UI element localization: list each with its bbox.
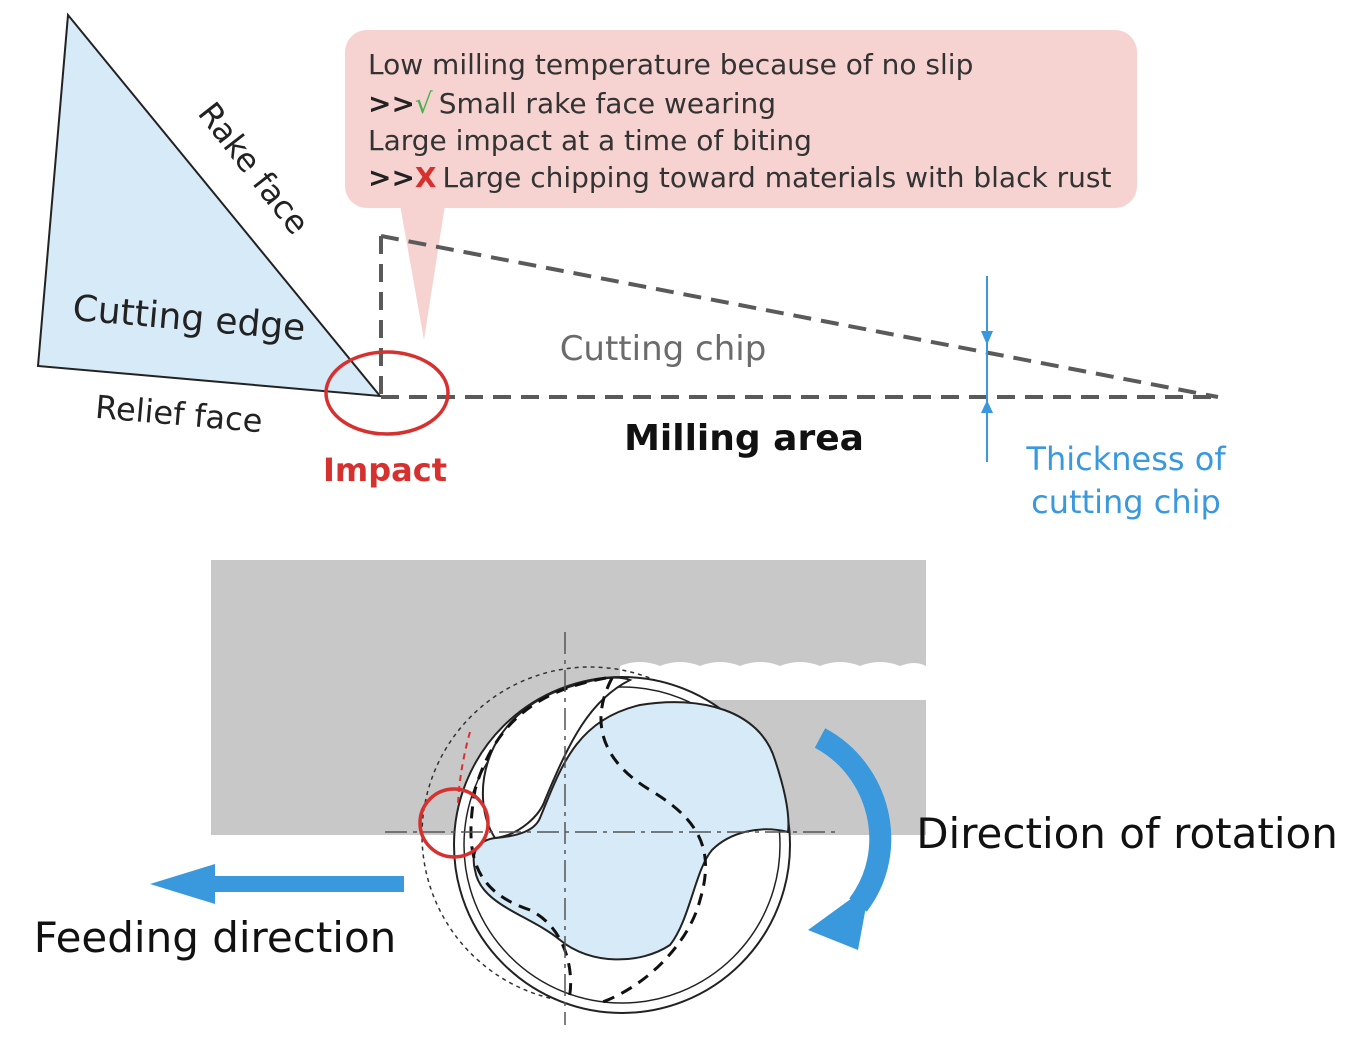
callout-line-3: Large impact at a time of biting [368, 124, 812, 157]
cross-icon: X [415, 161, 437, 194]
impact-marker [324, 350, 450, 436]
feed-arrow [150, 864, 404, 904]
cutting-chip-outline [379, 234, 1219, 399]
callout-prefix-2: >> [368, 161, 415, 194]
rotation-arrow [808, 728, 892, 950]
center-lines [385, 632, 835, 1025]
callout-bubble [345, 30, 1137, 340]
impact-marker-bottom [418, 787, 490, 859]
thickness-label-line2: cutting chip [1031, 483, 1221, 521]
check-icon: √ [415, 87, 433, 120]
milling-area-label: Milling area [624, 418, 864, 459]
flute-body [472, 701, 790, 961]
end-mill-inner-ring [463, 686, 781, 1004]
cutting-chip-label: Cutting chip [560, 329, 767, 369]
callout-text-2: Small rake face wearing [439, 87, 776, 120]
cutting-tool-wedge [36, 12, 383, 398]
callout-line-1: Low milling temperature because of no sl… [368, 48, 973, 81]
relief-face-label: Relief face [94, 388, 264, 440]
callout-prefix-1: >> [368, 87, 415, 120]
feeding-direction-label: Feeding direction [34, 913, 397, 962]
thickness-indicator [981, 276, 993, 462]
thickness-label-line1: Thickness of [1025, 440, 1226, 478]
impact-path [457, 731, 471, 809]
callout-line-2: >>√Small rake face wearing [368, 87, 776, 120]
impact-label: Impact [323, 451, 447, 489]
rotation-direction-label: Direction of rotation [916, 809, 1338, 858]
callout-text-4: Large chipping toward materials with bla… [443, 161, 1112, 194]
